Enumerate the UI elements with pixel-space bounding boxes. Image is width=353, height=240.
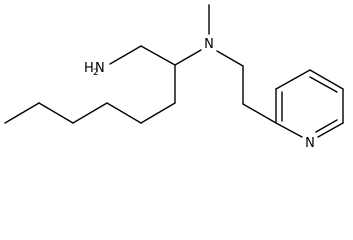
pyridine-bond-c6-n-double bbox=[315, 119, 338, 133]
pyridine-bond-c6-n bbox=[317, 122, 344, 138]
bond-chain3-chain4 bbox=[72, 102, 108, 124]
pyridine-bond-n-c2 bbox=[275, 122, 303, 138]
amine-nitrogen-label: N bbox=[95, 61, 105, 76]
bond-chain4-chain5 bbox=[38, 102, 74, 124]
bond-chain5-chain6 bbox=[4, 102, 40, 124]
pyridine-bond-c4-c5 bbox=[309, 69, 344, 90]
bond-chain1-chain2 bbox=[140, 102, 176, 124]
bond-ethyl2-pyridine bbox=[242, 103, 277, 124]
bond-nh2-ch2 bbox=[109, 45, 142, 65]
amine-hydrogen-label: H bbox=[84, 61, 94, 76]
chemical-structure-diagram: N H 2 N N bbox=[4, 4, 344, 151]
bond-n-ethyl1 bbox=[216, 50, 244, 67]
pyridine-bond-c4-c5-double bbox=[309, 76, 338, 93]
bond-ch2-ch bbox=[140, 45, 176, 66]
pyridine-nitrogen-label: N bbox=[305, 136, 315, 151]
amine-hydrogen-count: 2 bbox=[93, 68, 99, 78]
bond-chain2-chain3 bbox=[106, 102, 142, 124]
bond-ch-n bbox=[174, 49, 202, 66]
pyridine-bond-c3-c4 bbox=[275, 69, 311, 90]
tertiary-amine-nitrogen-label: N bbox=[204, 37, 214, 52]
